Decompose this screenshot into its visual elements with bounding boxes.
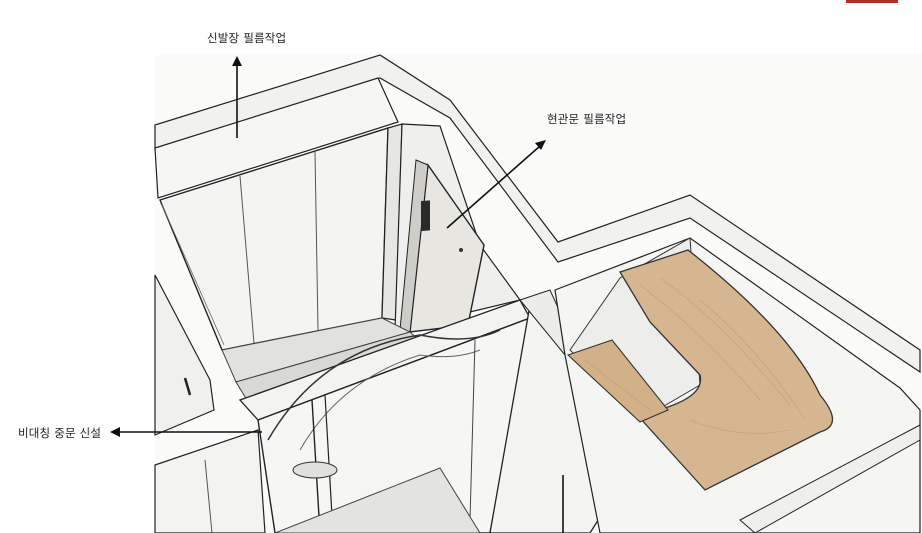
arrow-head-diagonal-icon <box>535 140 546 150</box>
left-wall-lower <box>154 429 266 533</box>
top-wall-ridge <box>154 54 921 374</box>
door-lock-icon <box>421 200 430 232</box>
wood-lower-shelf <box>566 339 669 423</box>
arrow-head-up-icon <box>232 56 242 66</box>
label-shoe-cabinet-film: 신발장 필름작업 <box>207 31 287 45</box>
label-front-door-film: 현관문 필름작업 <box>547 112 627 126</box>
left-wall-panel-line <box>204 459 213 533</box>
cabinet-door-line <box>314 151 319 331</box>
shoe-cabinet-top <box>154 77 399 199</box>
cabinet-door-line <box>161 204 225 346</box>
cabinet-door-line <box>239 175 255 344</box>
door-peephole-icon <box>459 248 463 252</box>
middle-door-arch-inner <box>299 349 481 451</box>
arrow-front-door <box>446 145 541 229</box>
middle-door-mullion <box>469 339 476 521</box>
label-asymmetric-middle-door: 비대칭 중문 신설 <box>18 426 102 440</box>
left-wall-partition <box>154 274 215 436</box>
middle-door-arch <box>267 329 501 441</box>
left-wall-handle <box>183 377 192 396</box>
wood-grain <box>584 277 806 434</box>
wood-countertop <box>619 249 834 491</box>
right-wall-strip <box>739 424 921 533</box>
middle-door-frame <box>257 316 531 533</box>
annotation-arrows <box>110 56 564 533</box>
arrow-head-left-icon <box>110 427 120 437</box>
middle-door-handle <box>292 461 338 479</box>
middle-door-threshold <box>274 467 481 533</box>
corner-accent-mark <box>846 0 898 3</box>
